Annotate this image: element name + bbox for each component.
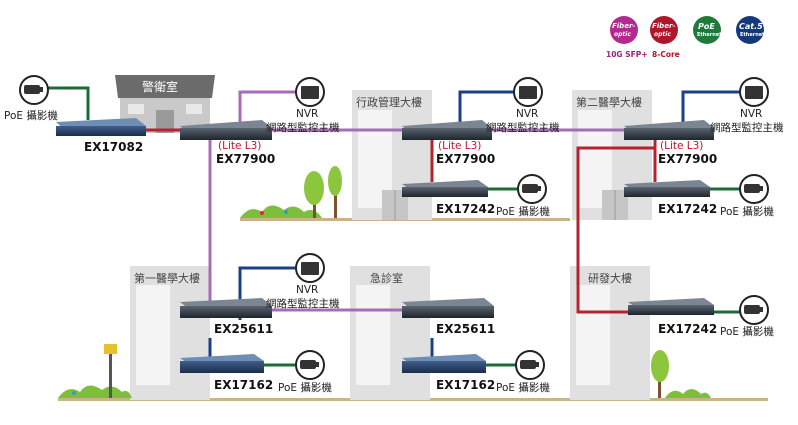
switch-ex17162-emergency <box>402 354 486 373</box>
poe-camera-icon <box>295 350 325 380</box>
switch-ex17242-admin <box>402 180 488 197</box>
model-label-ex25611: EX25611 <box>214 322 274 336</box>
building-emergency <box>350 266 430 400</box>
switch-ex17082 <box>56 118 146 136</box>
model-label-ex25611: EX25611 <box>436 322 496 336</box>
poe-camera-label: PoE 攝影機 <box>720 206 774 218</box>
badge-poe-line1: PoE <box>698 22 715 31</box>
nvr-label: NVR <box>296 284 319 296</box>
nvr-icon <box>295 253 325 283</box>
switch-ex77900-admin <box>402 120 492 140</box>
trees-medical1 <box>58 344 132 398</box>
building-medical2 <box>572 90 652 220</box>
poe-camera-label: PoE 攝影機 <box>496 206 550 218</box>
badge-fiber-10g-line1: Fiber- <box>612 22 636 30</box>
poe-camera-icon <box>19 75 49 105</box>
nvr-icon <box>513 77 543 107</box>
legend <box>610 16 764 44</box>
building-research-label: 研發大樓 <box>588 272 632 285</box>
model-label-ex77900: EX77900 <box>436 152 496 166</box>
badge-fiber-10g <box>610 16 638 44</box>
model-label-ex77900: EX77900 <box>216 152 276 166</box>
nvr-host-label: 網路型監控主機 <box>266 122 340 134</box>
switch-ex17242-medical2 <box>624 180 710 197</box>
poe-camera-label: PoE 攝影機 <box>4 110 58 122</box>
poe-camera-icon <box>739 295 769 325</box>
poe-camera-icon <box>739 174 769 204</box>
switch-ex17242-research <box>628 298 714 315</box>
model-label-ex17162: EX17162 <box>214 378 274 392</box>
nvr-host-label: 網路型監控主機 <box>486 122 560 134</box>
lite-l3-label: (Lite L3) <box>660 140 704 152</box>
badge-fiber-8core-line1: Fiber- <box>652 22 676 30</box>
badge-fiber-8core-caption: 8-Core <box>652 50 680 59</box>
nvr-label: NVR <box>740 108 763 120</box>
nvr-host-label: 網路型監控主機 <box>710 122 784 134</box>
model-label-ex77900: EX77900 <box>658 152 718 166</box>
model-label-ex17082: EX17082 <box>84 140 144 154</box>
badge-fiber-10g-caption: 10G SFP+ <box>606 50 648 59</box>
building-research <box>570 266 650 400</box>
building-admin-label: 行政管理大樓 <box>356 96 422 109</box>
badge-poe <box>693 16 721 44</box>
model-label-ex17242: EX17242 <box>658 202 718 216</box>
nvr-icon <box>739 77 769 107</box>
poe-camera-label: PoE 攝影機 <box>720 326 774 338</box>
badge-fiber-10g-line2: optic <box>614 31 631 38</box>
poe-camera-icon <box>515 350 545 380</box>
poe-camera-label: PoE 攝影機 <box>278 382 332 394</box>
badge-cat5-line2: Ethernet <box>740 32 765 38</box>
switch-ex25611-emergency <box>402 298 494 318</box>
badge-cat5 <box>736 16 764 44</box>
poe-camera-label: PoE 攝影機 <box>496 382 550 394</box>
building-medical1-label: 第一醫學大樓 <box>134 272 200 285</box>
nvr-label: NVR <box>296 108 319 120</box>
nvr-icon <box>295 77 325 107</box>
badge-cat5-line1: Cat.5 <box>739 22 763 31</box>
model-label-ex17242: EX17242 <box>436 202 496 216</box>
switch-ex25611-medical1 <box>180 298 272 318</box>
model-label-ex17242: EX17242 <box>658 322 718 336</box>
switch-ex17162-medical1 <box>180 354 264 373</box>
badge-fiber-8core-line2: optic <box>654 31 671 38</box>
building-admin <box>352 90 432 220</box>
nvr-host-label: 網路型監控主機 <box>266 298 340 310</box>
trees-admin <box>240 166 342 218</box>
lite-l3-label: (Lite L3) <box>218 140 262 152</box>
trees-research <box>651 350 711 398</box>
lite-l3-label: (Lite L3) <box>438 140 482 152</box>
building-emergency-label: 急診室 <box>370 272 403 285</box>
model-label-ex17162: EX17162 <box>436 378 496 392</box>
building-medical2-label: 第二醫學大樓 <box>576 96 642 109</box>
badge-fiber-8core <box>650 16 678 44</box>
poe-camera-icon <box>517 174 547 204</box>
badge-poe-line2: Ethernet <box>697 32 722 38</box>
building-medical1 <box>130 266 210 400</box>
building-guard-label: 警衛室 <box>142 80 179 94</box>
switch-ex77900-guard <box>180 120 272 140</box>
switch-ex77900-medical2 <box>624 120 714 140</box>
nvr-label: NVR <box>516 108 539 120</box>
